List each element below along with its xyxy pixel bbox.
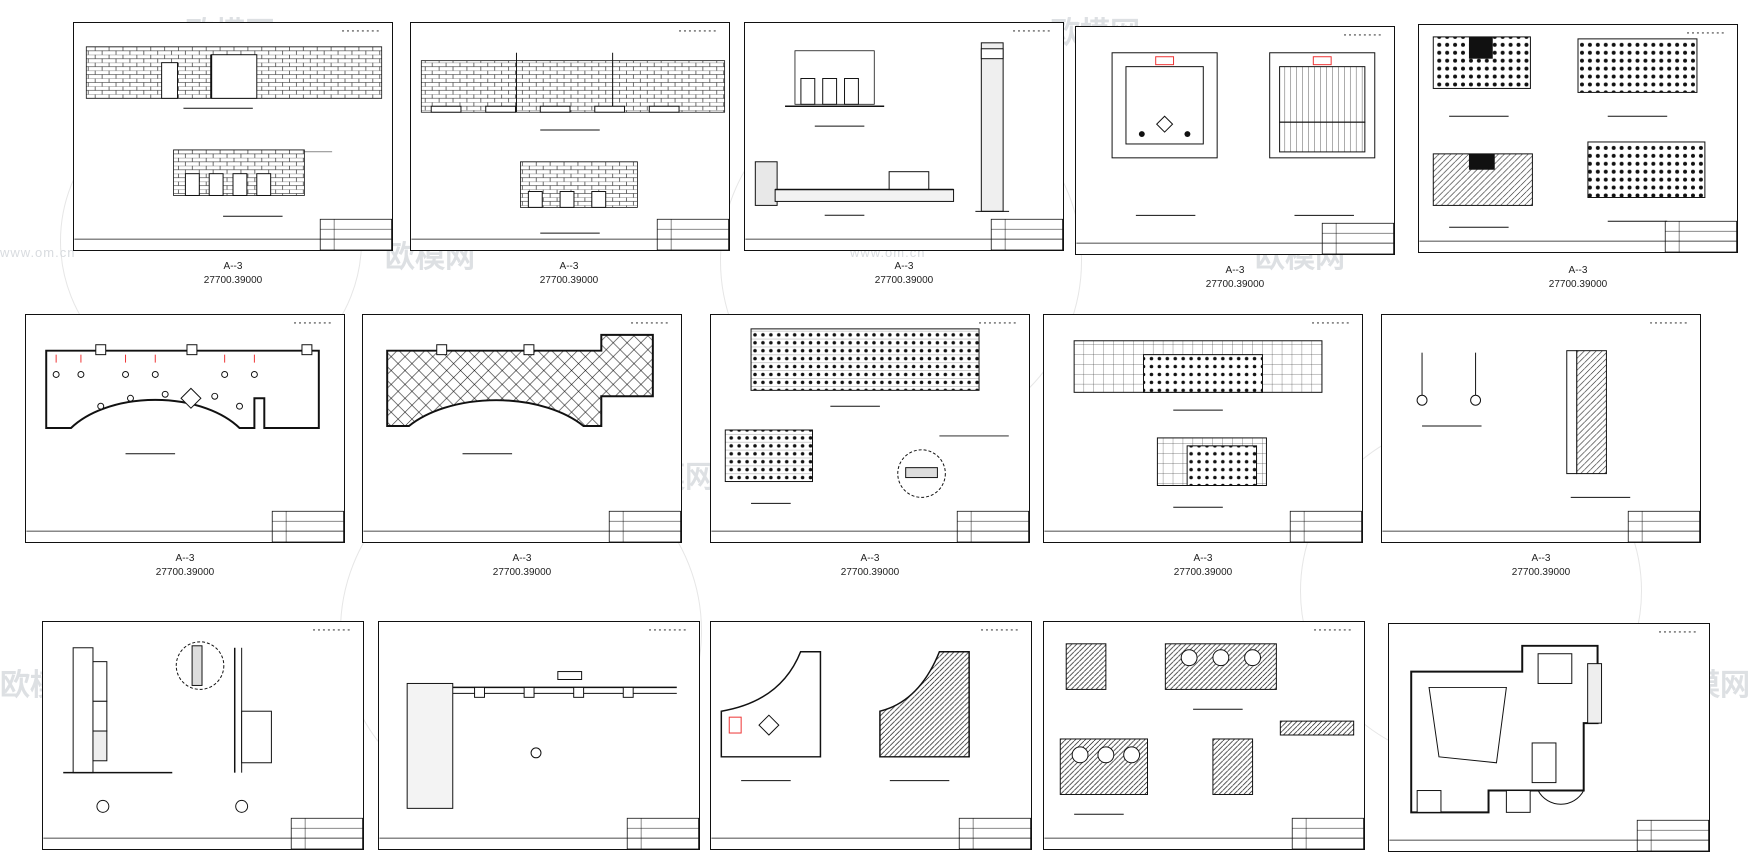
drawing-thumbnail [74,30,392,250]
drawing-sheet[interactable] [710,621,1032,850]
sheet-caption: A--3 [1193,553,1213,564]
sheet-caption: A--3 [512,553,532,564]
drawing-thumbnail [1389,631,1709,851]
drawing-thumbnail [1044,322,1362,542]
drawing-thumbnail [1382,322,1700,542]
drawing-sheet[interactable] [710,314,1030,543]
sheet-size: 27700.39000 [1511,567,1571,578]
sheet-size: 27700.39000 [1205,279,1265,290]
watermark-url: www.om.cn [0,245,76,260]
sheet-caption: A--3 [1531,553,1551,564]
drawing-thumbnail [26,322,344,542]
drawing-sheet[interactable] [1043,621,1365,850]
sheet-caption: A--3 [894,261,914,272]
drawing-sheet[interactable] [25,314,345,543]
sheet-size: 27700.39000 [539,275,599,286]
drawing-thumbnail [363,322,681,542]
sheet-caption: A--3 [1225,265,1245,276]
drawing-sheet[interactable] [1418,24,1738,253]
sheet-caption: A--3 [860,553,880,564]
drawing-sheet[interactable] [73,22,393,251]
drawing-sheet[interactable] [42,621,364,850]
sheet-caption: A--3 [559,261,579,272]
drawing-thumbnail [711,322,1029,542]
drawing-thumbnail [711,629,1031,849]
sheet-size: 27700.39000 [492,567,552,578]
drawing-thumbnail [745,30,1063,250]
drawing-thumbnail [1419,32,1737,252]
sheet-size: 27700.39000 [203,275,263,286]
sheet-size: 27700.39000 [1548,279,1608,290]
drawing-sheet[interactable] [1075,26,1395,255]
drawing-sheet[interactable] [410,22,730,251]
drawing-thumbnail [1044,629,1364,849]
drawing-thumbnail [411,30,729,250]
drawing-sheet[interactable] [1381,314,1701,543]
drawing-sheet[interactable] [1043,314,1363,543]
sheet-caption: A--3 [223,261,243,272]
sheet-size: 27700.39000 [155,567,215,578]
drawing-thumbnail [43,629,363,849]
sheet-size: 27700.39000 [1173,567,1233,578]
drawing-thumbnail [1076,34,1394,254]
sheet-caption: A--3 [175,553,195,564]
drawing-thumbnail [379,629,699,849]
drawing-sheet[interactable] [744,22,1064,251]
drawing-sheet[interactable] [378,621,700,850]
sheet-caption: A--3 [1568,265,1588,276]
sheet-size: 27700.39000 [840,567,900,578]
sheet-size: 27700.39000 [874,275,934,286]
drawing-sheet[interactable] [1388,623,1710,852]
drawing-sheet[interactable] [362,314,682,543]
